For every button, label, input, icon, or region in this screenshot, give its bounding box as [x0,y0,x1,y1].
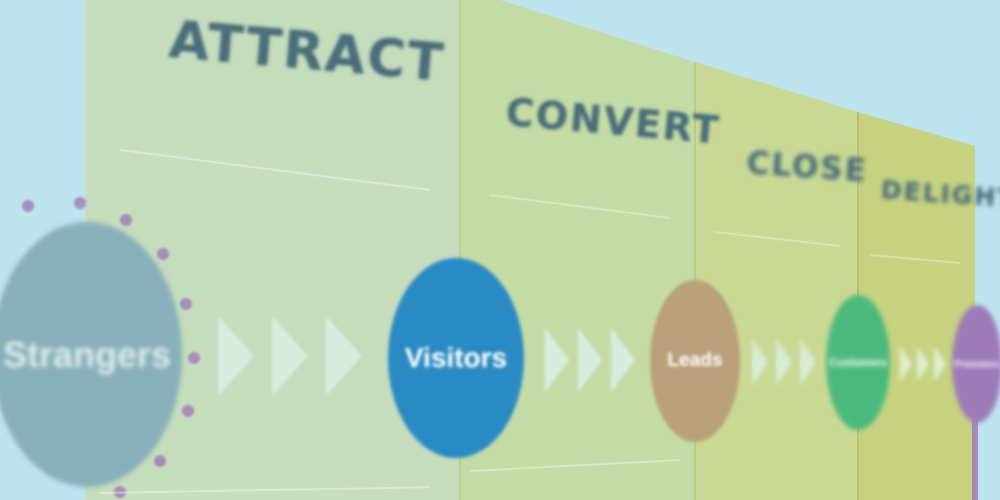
node-leads: Leads [650,280,740,442]
arrow-chevron [218,316,254,396]
arrow-chevron [272,316,308,396]
arrow-chevron [326,316,362,396]
ring-dot [180,298,192,310]
ring-dot [74,197,86,209]
panel-underline [489,194,671,219]
panel-underline [869,254,961,264]
panel-underline [714,231,841,247]
node-label-strangers: Strangers [2,333,172,375]
ring-dot [154,455,166,467]
ring-dot [114,486,126,498]
node-promoters: Promoters [952,305,1000,423]
ring-dot [157,248,169,260]
arrow-chevron [934,346,946,382]
node-label-customers: Customers [829,356,887,369]
node-label-visitors: Visitors [404,342,508,373]
arrow-chevron [545,328,569,392]
panel-underline [119,149,431,191]
node-visitors: Visitors [388,258,524,458]
ring-dot [22,200,34,212]
arrow-chevron [900,346,912,382]
arrow-chevron [776,338,792,386]
ring-dot [120,214,132,226]
panel-delight [858,112,975,500]
node-label-leads: Leads [667,350,723,371]
ring-dot [188,352,200,364]
promoters-stem [972,420,978,500]
arrow-chevron [578,328,602,392]
node-customers: Customers [826,295,890,430]
arrow-chevron [917,346,929,382]
node-strangers: Strangers [0,222,182,487]
ring-dot [182,405,194,417]
arrow-chevron [752,338,768,386]
node-label-promoters: Promoters [954,359,1000,369]
arrow-chevron [611,328,635,392]
arrow-chevron [800,338,816,386]
